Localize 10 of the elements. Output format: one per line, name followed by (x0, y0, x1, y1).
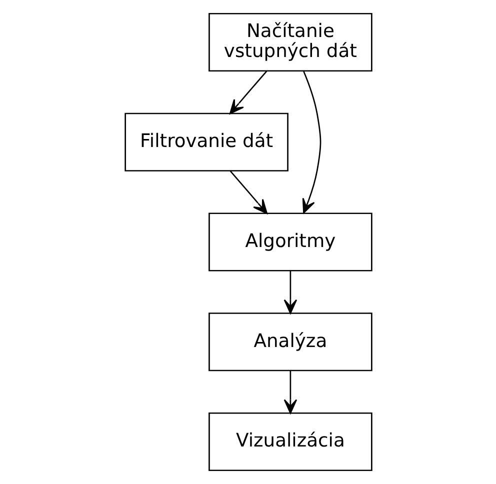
arrow (228, 70, 267, 114)
node-box: Načítanie vstupných dát (208, 12, 372, 72)
arrow (283, 370, 297, 414)
node-box: Analýza (208, 312, 372, 372)
arrow (229, 170, 268, 214)
arrow (302, 71, 321, 214)
node-box: Filtrovanie dát (124, 112, 288, 172)
node-box: Vizualizácia (208, 412, 372, 472)
node-box: Algoritmy (208, 212, 372, 272)
arrow (283, 270, 297, 314)
